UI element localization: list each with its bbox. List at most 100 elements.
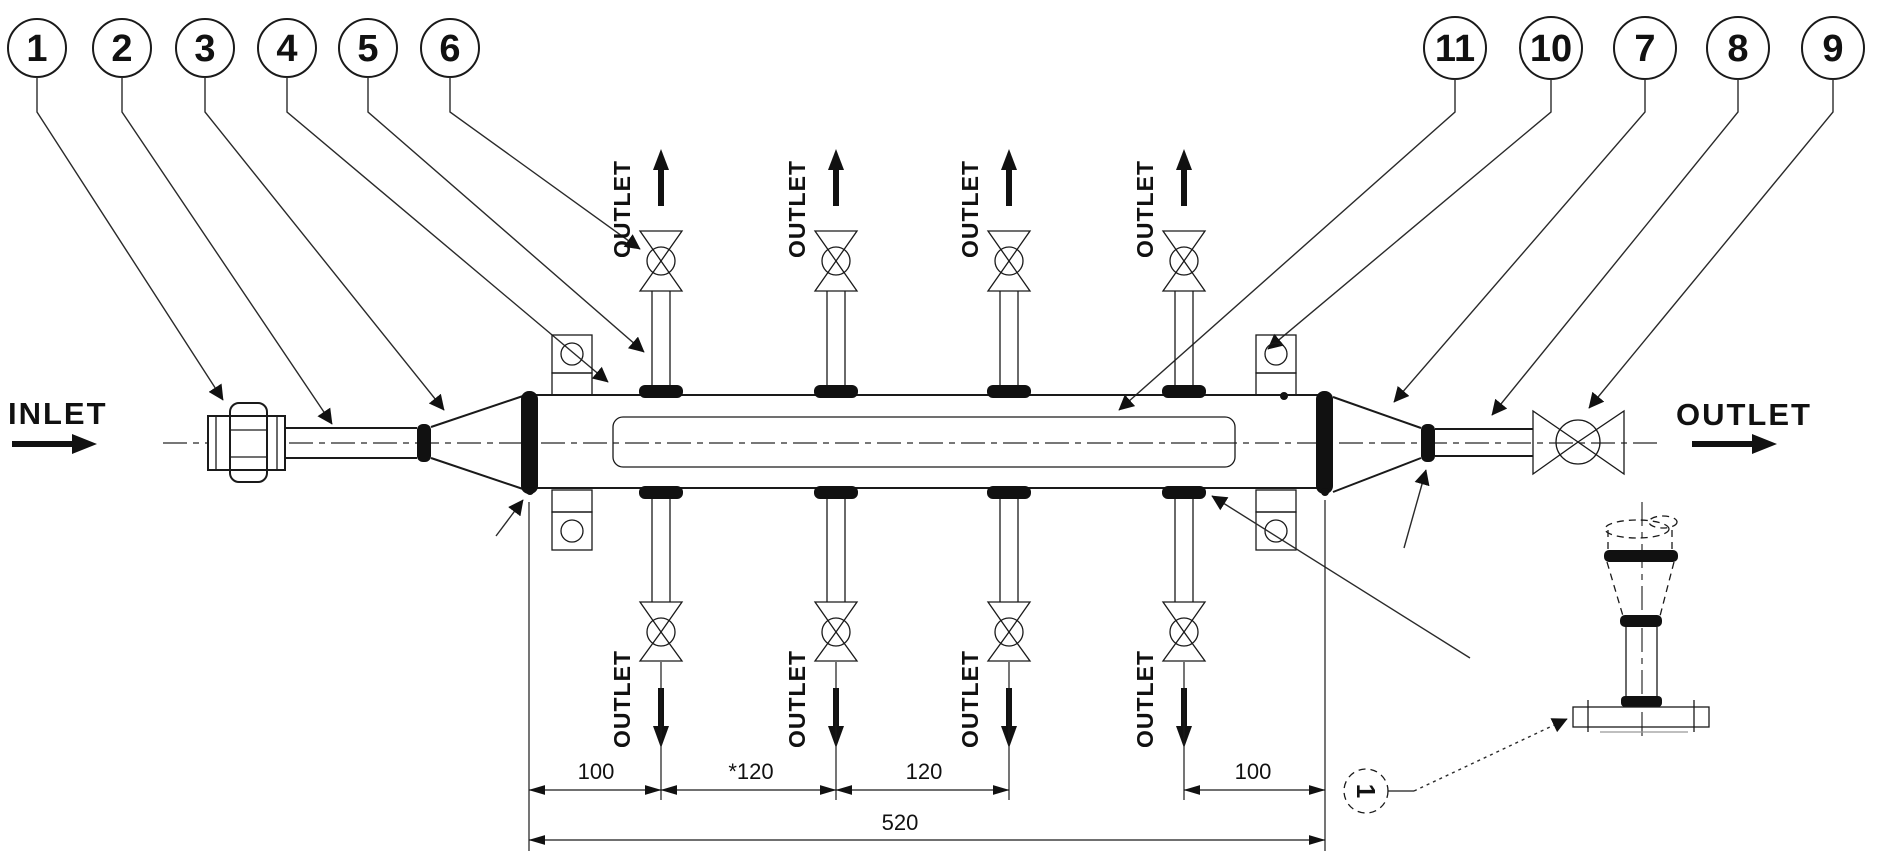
detail-collar-band — [1604, 550, 1678, 562]
inlet-flow-arrow-icon — [12, 434, 97, 454]
callout-6: 6 — [420, 18, 641, 250]
bracket-hole-icon — [1264, 519, 1288, 543]
callout-3-leader — [204, 77, 445, 411]
inner-liner-tube — [612, 416, 1236, 468]
outlet-collar — [1162, 385, 1206, 398]
callout-9-number: 9 — [1822, 28, 1843, 70]
callout-4: 4 — [257, 18, 609, 383]
callout-1-leader — [36, 77, 224, 401]
valve-triangle — [986, 601, 1032, 634]
outlet-label: OUTLET — [957, 160, 983, 258]
valve-triangle — [1161, 259, 1207, 292]
detail-balloon-number: 1 — [1351, 784, 1381, 798]
detail-cone-band — [1620, 615, 1662, 627]
detail-view — [1572, 502, 1710, 742]
callout-10: 10 — [1267, 16, 1583, 350]
dim-text-120: 120 — [906, 759, 943, 784]
outlet-up-arrow-icon — [653, 149, 669, 206]
outlet-seal — [1421, 424, 1435, 462]
outlet-label: OUTLET — [609, 650, 635, 748]
top-outlet-2: OUTLET — [784, 149, 859, 398]
callouts-left: 1 2 3 4 5 6 — [7, 18, 645, 425]
outlet-collar — [639, 486, 683, 499]
outlet-flow-arrow-icon — [1692, 434, 1777, 454]
outlet-label: OUTLET — [784, 650, 810, 748]
callout-9-leader — [1588, 79, 1834, 409]
outlet-collar — [814, 486, 858, 499]
callouts-right: 11 10 7 8 9 — [1118, 16, 1865, 416]
valve-triangle — [1161, 601, 1207, 634]
inlet-group: INLET — [8, 396, 108, 454]
valve-triangle — [813, 230, 859, 263]
callout-5-number: 5 — [357, 28, 378, 70]
detail-balloon-leader — [1413, 718, 1568, 792]
left-weld-band — [521, 391, 538, 494]
end-outlet-valve — [1532, 409, 1625, 476]
dim-text-120-typ: *120 — [728, 759, 773, 784]
bracket-top-right — [1255, 334, 1297, 396]
callout-2-number: 2 — [111, 28, 132, 70]
callout-10-number: 10 — [1530, 28, 1572, 70]
inlet-label: INLET — [8, 396, 108, 431]
valve-triangle — [1576, 409, 1625, 476]
top-outlet-3: OUTLET — [957, 149, 1032, 398]
valve-triangle — [1532, 409, 1580, 476]
callout-7-leader — [1393, 79, 1646, 403]
valve-triangle — [1161, 230, 1207, 263]
callout-1-number: 1 — [26, 28, 47, 70]
callout-8-number: 8 — [1727, 28, 1748, 70]
bottom-outlet-3: OUTLET — [957, 486, 1032, 748]
callout-3: 3 — [175, 18, 445, 411]
outlet-label: OUTLET — [957, 650, 983, 748]
valve-triangle — [638, 630, 684, 662]
valve-globe-icon — [646, 617, 676, 647]
dim-text-100-right: 100 — [1235, 759, 1272, 784]
bracket-bottom-right — [1255, 489, 1297, 551]
callout-1: 1 — [7, 18, 224, 401]
callout-10-leader — [1267, 79, 1552, 350]
callout-4-number: 4 — [276, 28, 297, 70]
callout-4-leader — [286, 77, 609, 383]
valve-globe-icon — [821, 246, 851, 276]
outlet-collar — [1162, 486, 1206, 499]
manifold-body — [530, 394, 1330, 489]
top-outlet-4: OUTLET — [1132, 149, 1207, 398]
inlet-seal — [417, 424, 431, 462]
callout-7: 7 — [1393, 16, 1677, 403]
callout-7-number: 7 — [1634, 28, 1655, 70]
hex-nut — [229, 402, 268, 483]
valve-triangle — [638, 259, 684, 292]
union-sleeve — [207, 415, 286, 471]
callout-11-number: 11 — [1435, 28, 1475, 70]
callout-8: 8 — [1491, 16, 1770, 416]
callout-6-number: 6 — [439, 28, 460, 70]
valve-triangle — [638, 230, 684, 263]
detail-stem-band — [1621, 696, 1662, 707]
valve-triangle — [813, 259, 859, 292]
bottom-outlet-2: OUTLET — [784, 486, 859, 748]
detail-balloon: 1 — [1343, 718, 1568, 814]
inlet-pipe — [285, 427, 417, 459]
outlet-up-arrow-icon — [828, 149, 844, 206]
detail-break-ellipse — [1604, 519, 1670, 539]
callout-11: 11 — [1118, 16, 1487, 411]
valve-globe-icon — [1169, 617, 1199, 647]
bottom-outlet-4: OUTLET — [1132, 486, 1207, 748]
valve-triangle — [986, 259, 1032, 292]
bracket-hole-icon — [1264, 342, 1288, 366]
valve-triangle — [638, 601, 684, 634]
detail-break-ellipse — [1648, 515, 1678, 529]
callout-2: 2 — [92, 18, 333, 425]
detail-reference-leader — [1211, 495, 1471, 659]
valve-globe-icon — [646, 246, 676, 276]
top-outlet-1: OUTLET — [609, 149, 684, 398]
weld-dot-right — [1321, 488, 1329, 496]
bottom-outlet-1: OUTLET — [609, 486, 684, 748]
right-cone-reducer — [1332, 396, 1422, 493]
weld-dot-bracket — [1280, 392, 1288, 400]
valve-triangle — [1161, 630, 1207, 662]
outlet-up-arrow-icon — [1176, 149, 1192, 206]
callout-5: 5 — [338, 18, 645, 353]
valve-globe-icon — [821, 617, 851, 647]
